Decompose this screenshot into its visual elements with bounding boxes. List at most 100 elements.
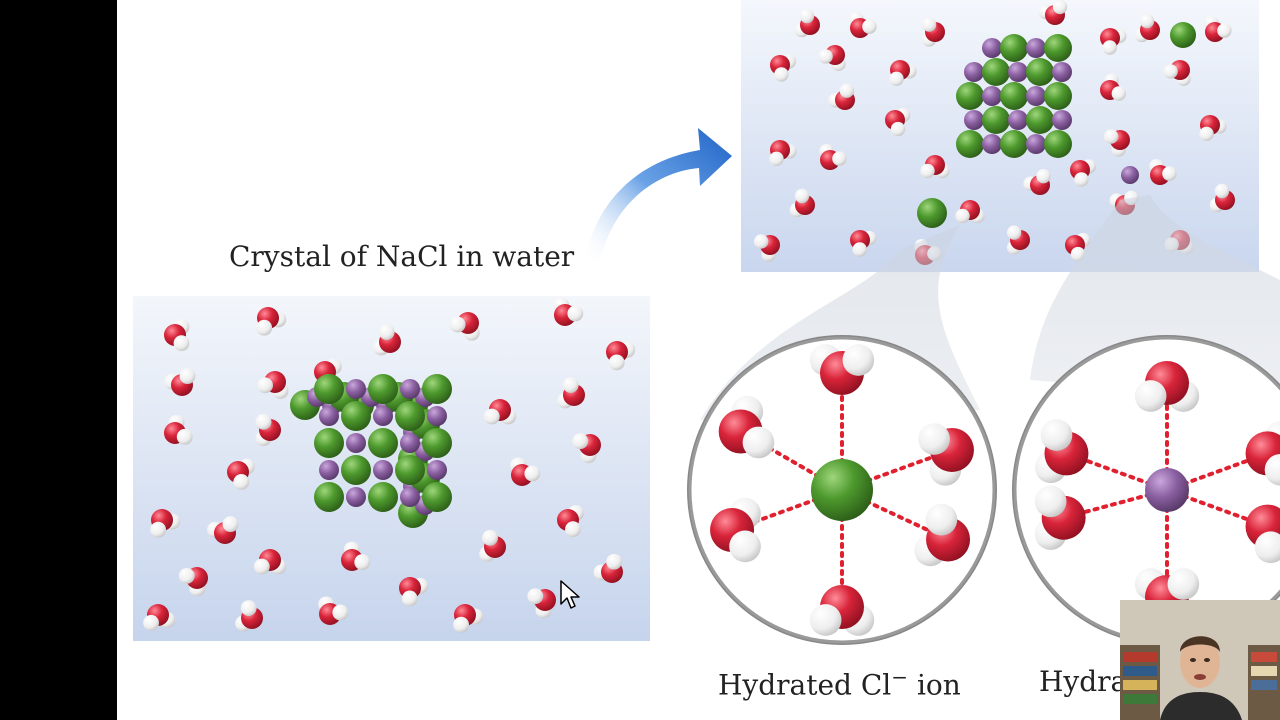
hydrogen-atom [354, 554, 371, 571]
chloride-ion [1000, 34, 1028, 62]
sodium-ion [1008, 110, 1028, 130]
hydrogen-atom [143, 614, 159, 631]
hydrogen-atom [176, 428, 193, 445]
chloride-ion [1044, 34, 1072, 62]
chloride-ion [368, 482, 398, 512]
chloride-ion [314, 374, 344, 404]
chloride-ion [395, 401, 425, 431]
water-molecule [1245, 503, 1280, 564]
chloride-ion [422, 428, 452, 458]
hydrogen-atom [842, 344, 875, 376]
water-molecule [1163, 60, 1191, 87]
sodium-ion [964, 62, 984, 82]
water-molecule [850, 230, 877, 257]
chloride-ion [422, 482, 452, 512]
chloride-ion [956, 82, 984, 110]
crystal-label: Crystal of NaCl in water [229, 240, 575, 273]
water-molecule [769, 140, 797, 167]
chloride-ion [395, 455, 425, 485]
nacl-crystal-lattice [290, 374, 452, 528]
sodium-ion [1052, 110, 1072, 130]
hydrogen-atom [401, 590, 418, 607]
water-molecule [1134, 361, 1200, 412]
hydrated-cl-label-base: Hydrated Cl [718, 668, 892, 702]
chloride-ion [956, 130, 984, 158]
hydrogen-atom [1134, 380, 1167, 412]
water-molecule [253, 549, 287, 575]
chloride-ion [422, 374, 452, 404]
dissolution-arrow-icon [585, 128, 732, 262]
water-molecule [227, 458, 255, 490]
hydrogen-atom [1167, 568, 1200, 600]
hydrogen-atom [1034, 485, 1067, 518]
sodium-ion [1026, 38, 1046, 58]
water-molecule [593, 553, 623, 583]
chloride-ion [811, 459, 873, 521]
water-molecule [255, 413, 281, 447]
water-molecule [1070, 159, 1097, 187]
water-molecule [449, 312, 480, 341]
hydrogen-atom [483, 408, 500, 425]
hydrated-cl-label: Hydrated Cl− ion [718, 665, 961, 701]
hydrogen-atom [567, 305, 584, 322]
water-molecule [1034, 485, 1086, 550]
hydrogen-atom [1111, 86, 1127, 101]
water-molecule [809, 585, 875, 636]
hydrogen-atom [527, 588, 544, 605]
ion-dipole-bond [1082, 488, 1169, 514]
ion-dipole-bond [840, 488, 931, 533]
water-molecule [256, 307, 287, 336]
hydrogen-atom [769, 151, 784, 167]
chloride-ion [368, 374, 398, 404]
water-molecule [1023, 168, 1051, 195]
hydrogen-atom [150, 521, 167, 538]
slide-illustration [133, 0, 1280, 645]
sodium-ion [982, 134, 1002, 154]
hydrated-cl-label-tail: ion [916, 668, 961, 702]
hydrogen-atom [233, 473, 250, 490]
water-molecule [341, 541, 371, 571]
water-molecule [164, 318, 190, 352]
hydrogen-atom [925, 503, 958, 536]
hydrogen-atom [890, 121, 906, 137]
hydrogen-atom [955, 208, 970, 224]
hydrogen-atom [1254, 531, 1280, 564]
sodium-ion [1026, 134, 1046, 154]
water-molecule [373, 324, 401, 356]
hydrated-na-label: Hydra [1039, 665, 1128, 698]
hydrogen-atom [257, 377, 274, 394]
hydrogen-atom [1040, 419, 1073, 451]
water-molecule [920, 155, 950, 179]
water-molecule [849, 11, 877, 38]
hydrogen-atom [449, 316, 466, 333]
water-molecule [1149, 158, 1177, 185]
water-molecule [1245, 421, 1280, 486]
chloride-ion [1000, 82, 1028, 110]
water-molecule [553, 297, 584, 326]
sodium-ion [1026, 86, 1046, 106]
water-molecule [718, 395, 775, 459]
sodium-ion [319, 406, 339, 426]
chloride-ion [341, 401, 371, 431]
water-molecule [483, 399, 517, 425]
water-molecule [918, 423, 974, 486]
hydrogen-atom [818, 49, 833, 64]
hydrogen-atom [332, 604, 349, 621]
water-molecule [1209, 183, 1235, 213]
hydrogen-atom [1162, 166, 1177, 181]
hydrogen-atom [606, 553, 623, 570]
ion-dipole-bond [750, 488, 844, 525]
sodium-ion [1052, 62, 1072, 82]
water-molecule [828, 83, 855, 110]
water-molecule [770, 54, 797, 82]
hydrogen-atom [1103, 129, 1119, 144]
water-molecule [150, 509, 181, 538]
hydrogen-atom [1139, 13, 1155, 29]
hydrogen-atom [1036, 168, 1051, 184]
water-molecule [572, 433, 601, 464]
sodium-ion [1121, 166, 1139, 184]
hydrogen-atom [222, 516, 239, 533]
hydrogen-atom [729, 530, 761, 563]
water-molecule [164, 414, 193, 445]
hydrogen-atom [378, 324, 395, 341]
